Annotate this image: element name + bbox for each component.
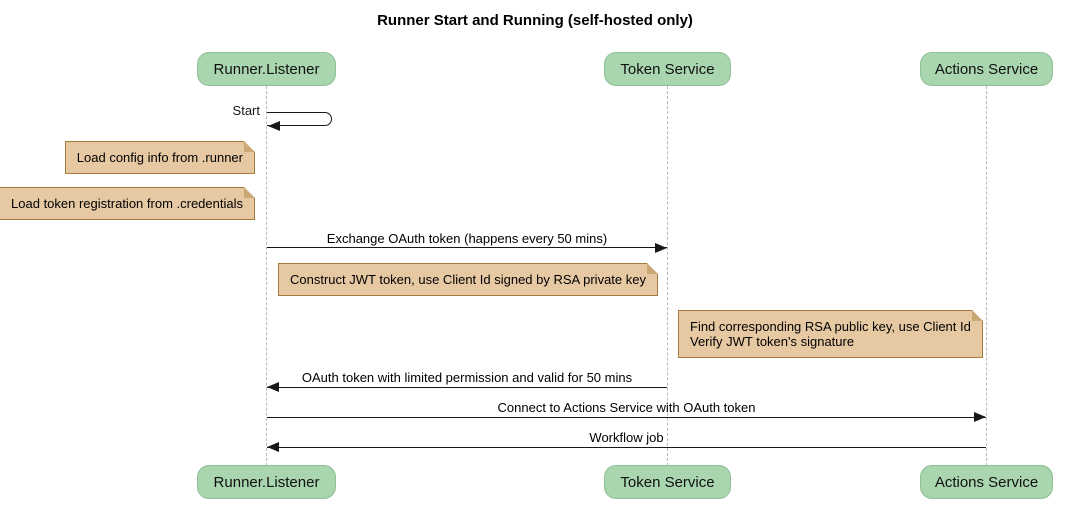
participant-token-service-bottom: Token Service [604,465,731,499]
message-oauth-token-back-arrowhead-icon [267,382,279,392]
diagram-title: Runner Start and Running (self-hosted on… [377,12,693,29]
message-connect-actions-line [267,417,986,418]
note-text-line-1: Find corresponding RSA public key, use C… [690,319,971,334]
note-verify-jwt: Find corresponding RSA public key, use C… [678,310,983,358]
message-connect-actions-arrowhead-icon [974,412,986,422]
lifeline-actions-service [986,86,987,466]
message-exchange-oauth-label: Exchange OAuth token (happens every 50 m… [326,231,608,246]
self-message-arrowhead-icon [268,121,280,131]
self-message-start-label: Start [232,103,260,118]
note-load-config: Load config info from .runner [64,141,256,174]
message-workflow-job-label: Workflow job [589,430,664,445]
self-message-loop-line [267,112,332,126]
note-text: Load token registration from .credential… [11,196,243,211]
message-exchange-oauth-line [267,247,667,248]
participant-actions-service-top: Actions Service [920,52,1053,86]
note-text: Construct JWT token, use Client Id signe… [290,272,646,287]
message-connect-actions-label: Connect to Actions Service with OAuth to… [497,400,756,415]
participant-token-service-top: Token Service [604,52,731,86]
note-text-line-2: Verify JWT token's signature [690,334,855,349]
message-exchange-oauth-arrowhead-icon [655,243,667,253]
participant-runner-listener-bottom: Runner.Listener [197,465,336,499]
message-oauth-token-back-line [267,387,667,388]
participant-actions-service-bottom: Actions Service [920,465,1053,499]
note-construct-jwt: Construct JWT token, use Client Id signe… [278,263,658,296]
message-workflow-job-line [267,447,986,448]
note-load-token-registration: Load token registration from .credential… [0,187,255,220]
note-text: Load config info from .runner [76,150,243,165]
lifeline-token-service [667,86,668,466]
message-workflow-job-arrowhead-icon [267,442,279,452]
message-oauth-token-back-label: OAuth token with limited permission and … [301,370,633,385]
participant-runner-listener-top: Runner.Listener [197,52,336,86]
lifeline-runner-listener [266,86,267,466]
